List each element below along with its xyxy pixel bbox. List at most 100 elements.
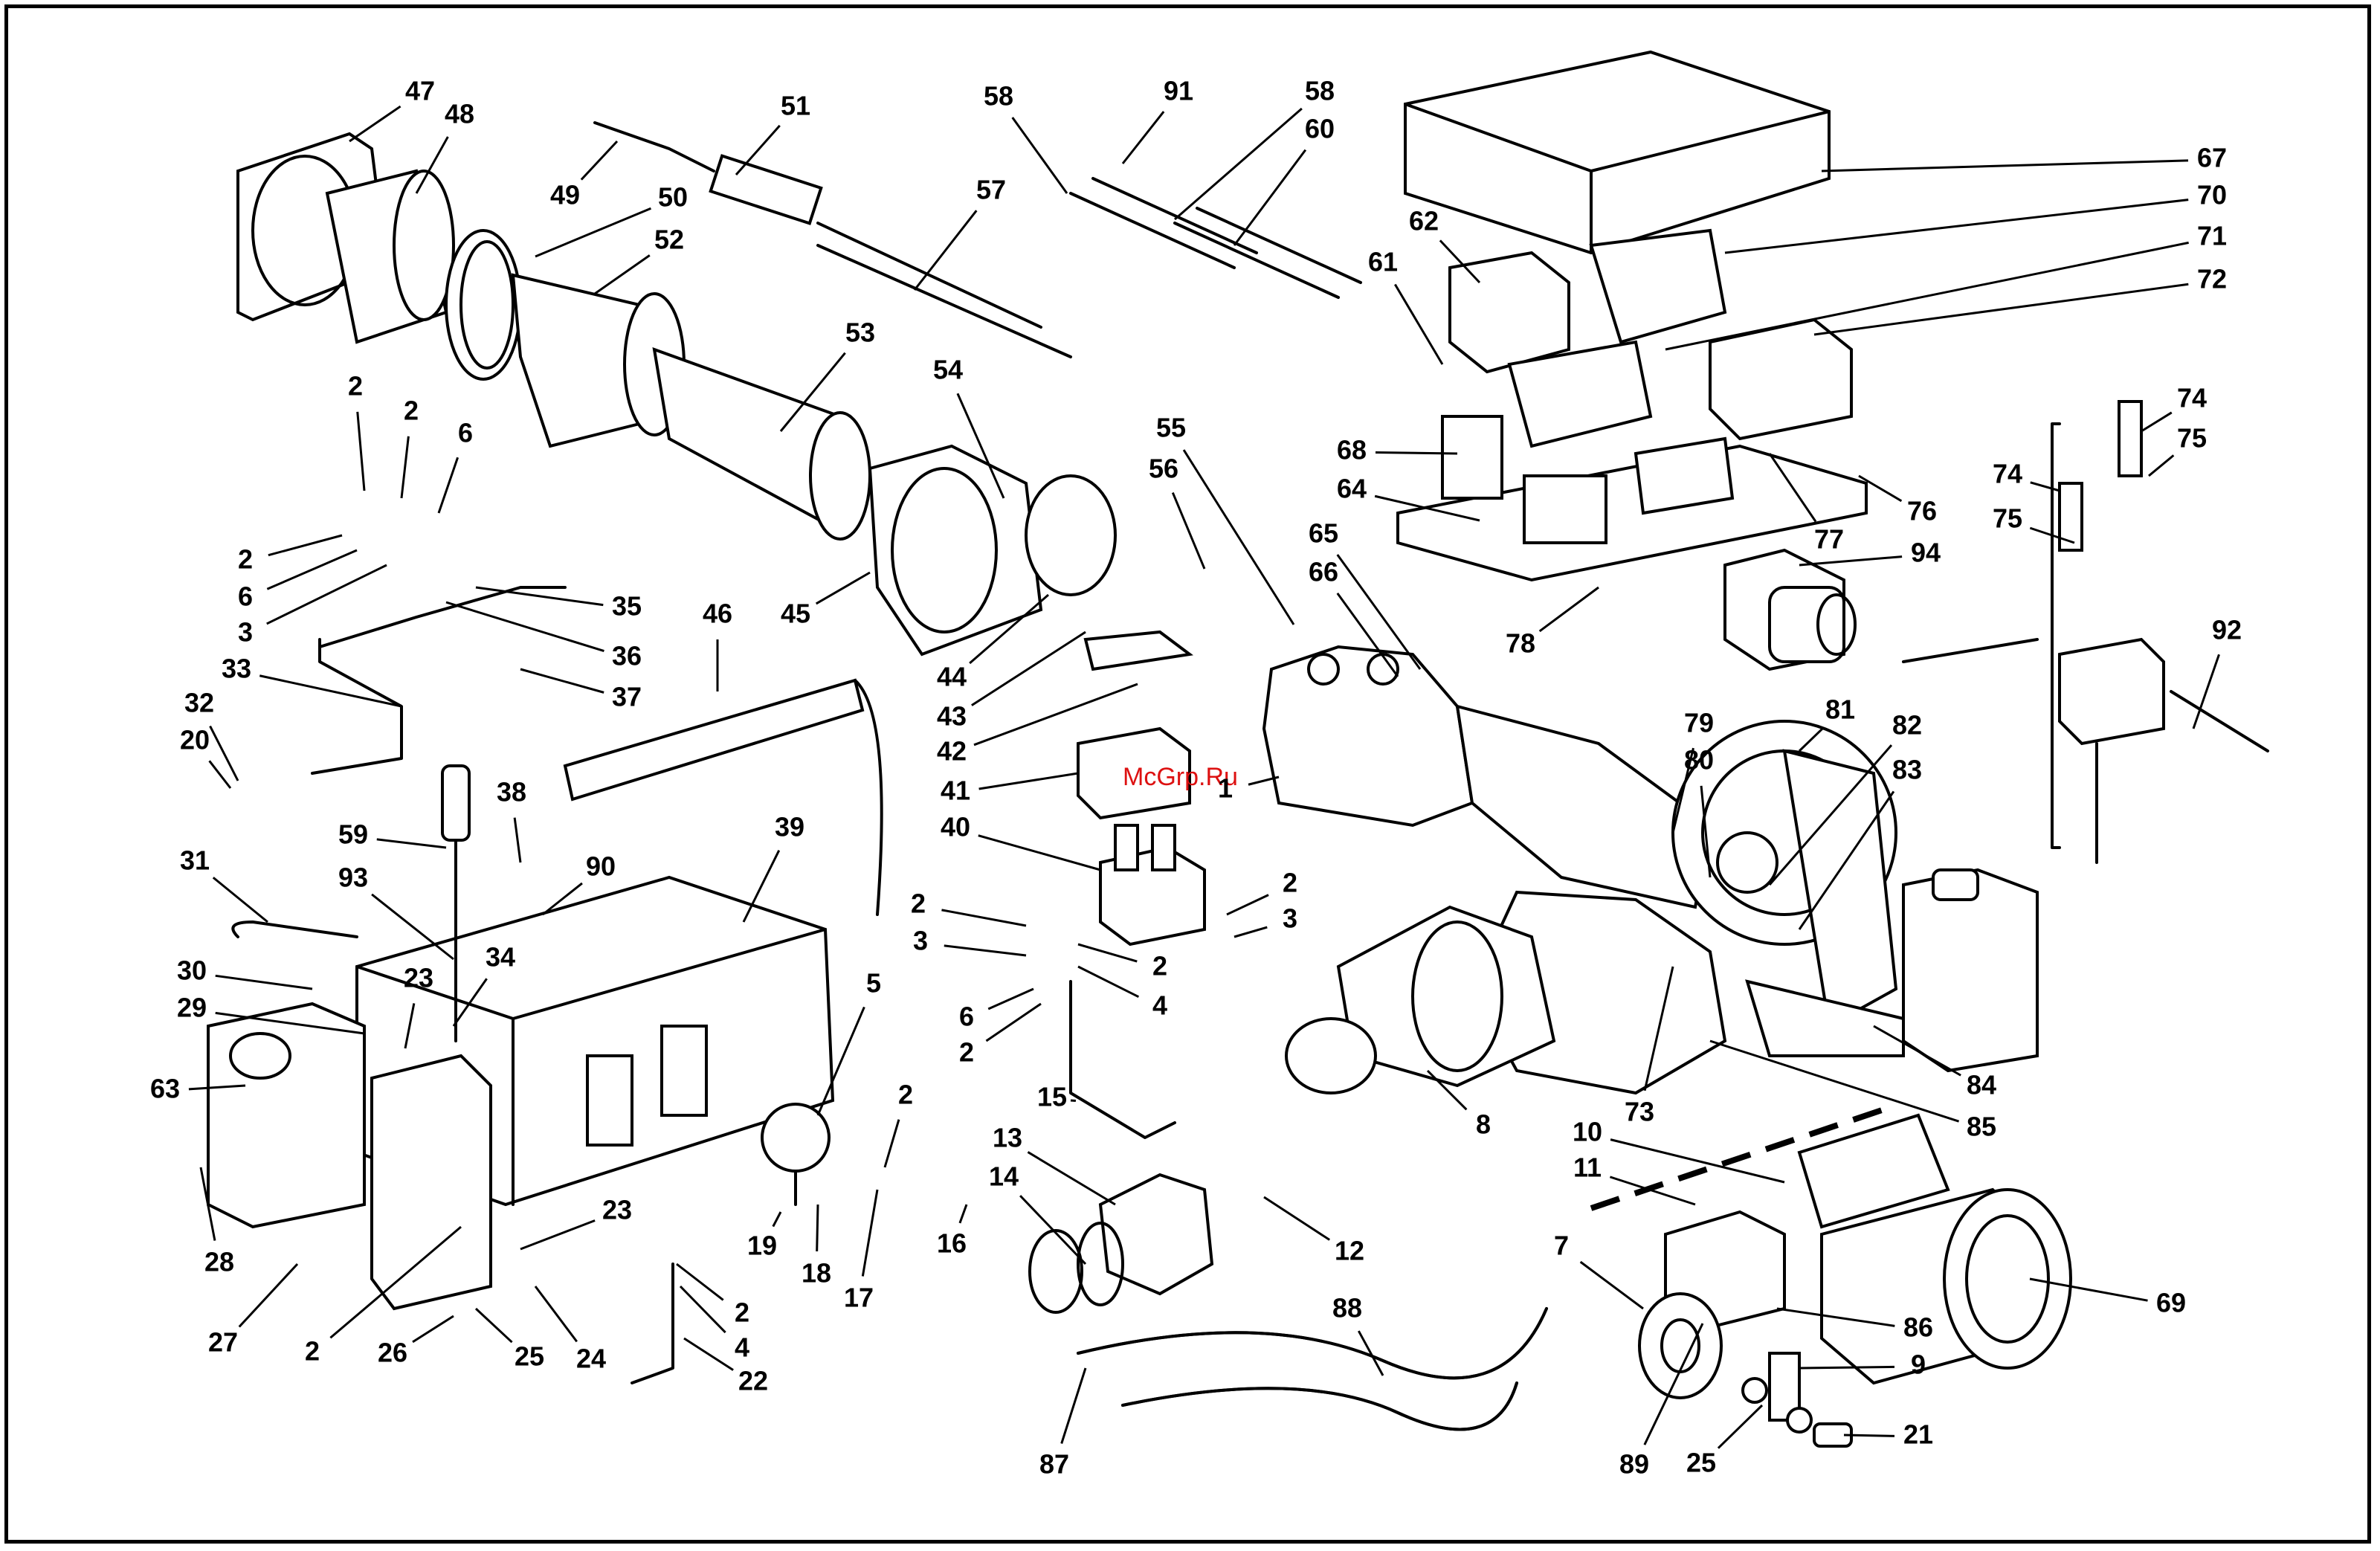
callout-84: 84: [1873, 1025, 1996, 1100]
part-number-label: 42: [937, 736, 967, 767]
part-number-label: 90: [586, 851, 616, 882]
part-number-label: 6: [959, 1002, 974, 1032]
part-number-label: 2: [404, 396, 419, 426]
leader-line: [1171, 491, 1206, 570]
leader-line: [1799, 1365, 1895, 1370]
callout-59: 59: [338, 819, 447, 850]
leader-line: [1336, 593, 1399, 677]
callout-69: 69: [2029, 1277, 2186, 1318]
part-number-label: 66: [1309, 557, 1338, 587]
part-number-label: 2: [959, 1037, 974, 1068]
leader-line: [1226, 894, 1269, 916]
callout-83: 83: [1798, 755, 1922, 930]
part-number-label: 56: [1149, 454, 1178, 484]
part-number-label: 55: [1156, 413, 1186, 443]
part-number-label: 2: [305, 1336, 320, 1367]
part-number-label: 77: [1814, 524, 1844, 555]
callout-11: 11: [1573, 1152, 1696, 1206]
leader-line: [212, 877, 268, 923]
leader-line: [883, 1119, 900, 1168]
leader-line: [1121, 111, 1165, 164]
leader-line: [1813, 283, 2189, 336]
heater-rod-59: [441, 764, 471, 1042]
callout-2: 2: [1077, 943, 1167, 981]
part-number-label: 60: [1305, 114, 1335, 144]
part-number-label: 1: [1218, 773, 1233, 804]
leader-line: [2029, 1277, 2148, 1302]
part-number-label: 34: [486, 942, 515, 973]
leader-line: [1724, 199, 2189, 254]
part-number-label: 11: [1573, 1152, 1602, 1183]
callout-72: 72: [1813, 264, 2227, 336]
part-number-label: 9: [1911, 1350, 1926, 1380]
callout-3: 3: [238, 564, 387, 648]
leader-line: [679, 1285, 726, 1334]
part-number-label: 39: [775, 812, 804, 842]
leader-line: [513, 817, 522, 863]
callout-64: 64: [1337, 474, 1480, 522]
callout-16: 16: [937, 1204, 968, 1259]
part-number-label: 22: [738, 1366, 768, 1396]
callout-89: 89: [1619, 1323, 1704, 1480]
part-number-label: 84: [1967, 1070, 1996, 1100]
callout-45: 45: [781, 571, 871, 629]
part-number-label: 2: [1283, 868, 1297, 898]
leader-line: [1821, 159, 2189, 172]
callout-88: 88: [1332, 1293, 1384, 1376]
part-number-label: 37: [612, 682, 642, 712]
leader-line: [816, 1204, 819, 1252]
leader-line: [580, 140, 619, 181]
leader-line: [534, 1286, 578, 1343]
part-number-label: 46: [703, 599, 732, 629]
callout-46: 46: [703, 599, 732, 691]
leader-line: [1843, 1434, 1895, 1437]
part-number-label: 50: [658, 182, 688, 213]
part-number-label: 16: [937, 1228, 967, 1259]
leader-line: [861, 1189, 879, 1277]
callout-36: 36: [445, 601, 642, 671]
part-number-label: 48: [445, 99, 474, 129]
leader-line: [415, 136, 449, 194]
relay-boxes-70-71-72: [1448, 228, 1853, 441]
burner-housing-65: [1262, 645, 1712, 909]
callout-86: 86: [1776, 1307, 1933, 1343]
part-number-label: 54: [933, 355, 963, 385]
callout-15: 15: [1037, 1082, 1077, 1112]
callout-3: 3: [1233, 903, 1297, 938]
part-number-label: 2: [348, 371, 363, 402]
callout-23: 23: [404, 963, 433, 1049]
part-number-label: 45: [781, 599, 810, 629]
leader-line: [1027, 1151, 1116, 1206]
part-number-label: 88: [1332, 1293, 1362, 1323]
callout-58: 58: [984, 81, 1068, 194]
leader-line: [1643, 1323, 1704, 1445]
leader-line: [1011, 117, 1068, 194]
part-number-label: 73: [1625, 1097, 1654, 1127]
tube-extension-53: [652, 346, 871, 541]
leader-line: [1070, 1099, 1077, 1103]
callout-27: 27: [208, 1263, 299, 1358]
callout-32: 32: [184, 688, 239, 781]
valve-block-40: [1099, 824, 1206, 947]
part-number-label: 24: [576, 1344, 606, 1374]
part-number-label: 71: [2197, 221, 2227, 251]
watermark-text: McGrp.Ru: [1123, 763, 1238, 791]
part-number-label: 36: [612, 641, 642, 671]
part-number-label: 2: [238, 544, 253, 575]
leader-line: [1426, 1069, 1468, 1111]
leader-line: [742, 850, 781, 923]
leader-line: [209, 725, 239, 781]
callout-94: 94: [1799, 538, 1941, 568]
part-number-label: 64: [1337, 474, 1367, 504]
leader-line: [474, 1307, 513, 1344]
part-number-label: 2: [735, 1297, 749, 1328]
leader-line: [535, 207, 652, 258]
part-number-label: 53: [845, 317, 875, 348]
leader-line: [404, 1003, 416, 1049]
callout-28: 28: [199, 1167, 234, 1277]
leader-line: [1799, 555, 1903, 567]
callout-17: 17: [844, 1189, 879, 1313]
leader-line: [683, 1337, 734, 1371]
part-number-label: 93: [338, 862, 368, 893]
